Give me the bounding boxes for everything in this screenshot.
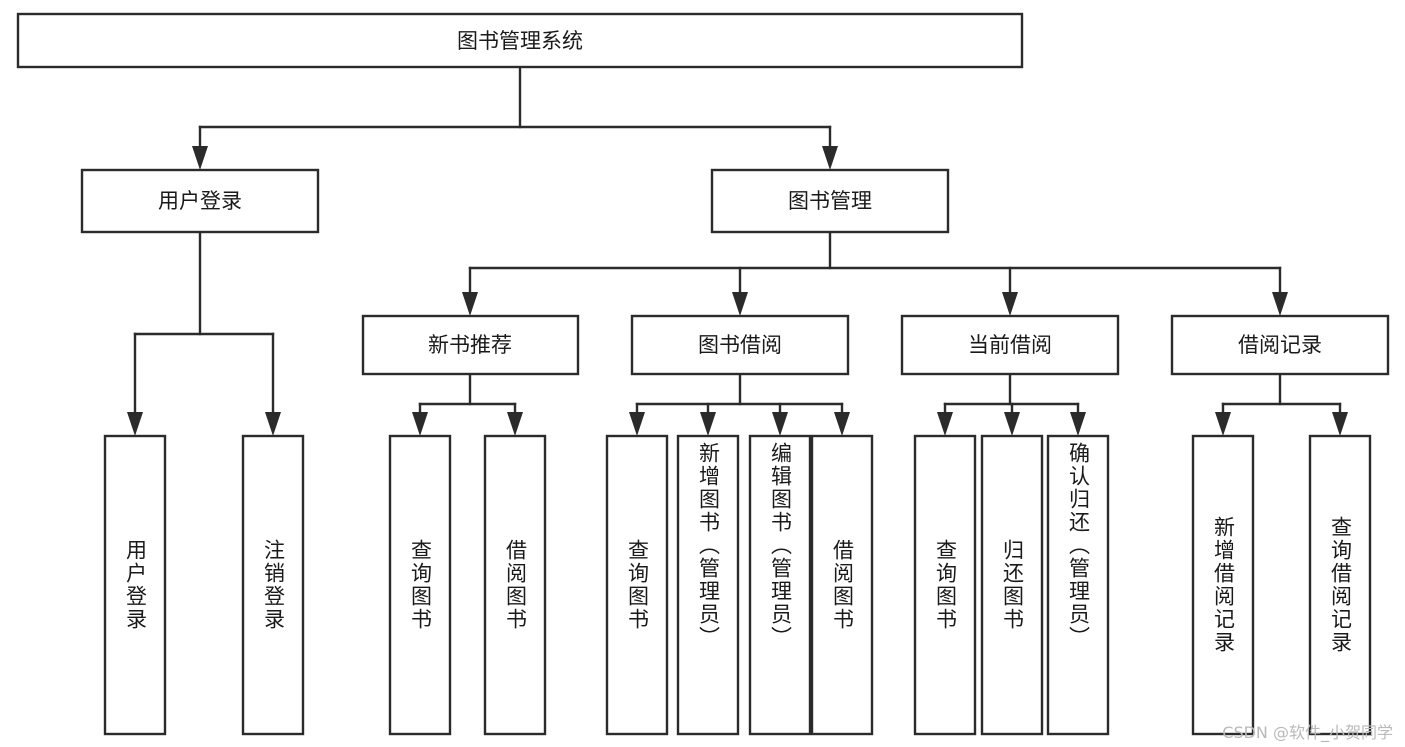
leaf-box-borrow-record-1[interactable] (1191, 434, 1255, 736)
leaf-box-book-borrow-1[interactable] (605, 434, 669, 736)
node-root-box[interactable] (16, 12, 1024, 69)
arrow-head-br-leaf-2 (1332, 412, 1348, 436)
node-book-manage-box[interactable] (710, 168, 950, 234)
arrow-head-bb-leaf-1 (629, 412, 645, 436)
arrow-head-bb-leaf-3 (772, 412, 788, 436)
arrow-head-bb-leaf-4 (834, 412, 850, 436)
node-user-login-label: 用户登录 (158, 189, 242, 213)
leaf-box-user-login-1[interactable] (103, 434, 167, 736)
node-book-borrow-box[interactable] (630, 314, 850, 376)
leaf-box-book-borrow-3[interactable] (748, 434, 812, 736)
arrow-head-borrow-record (1272, 292, 1288, 316)
leaf-box-borrow-record-2[interactable] (1308, 434, 1372, 736)
arrow-head-user-login (192, 146, 208, 170)
arrow-head-nb-leaf-1 (412, 412, 428, 436)
node-new-book-recommend-box[interactable] (361, 314, 580, 376)
node-new-book-recommend-label: 新书推荐 (428, 333, 512, 357)
node-user-login-box[interactable] (80, 168, 320, 234)
leaf-box-current-borrow-2[interactable] (980, 434, 1044, 736)
node-root-label: 图书管理系统 (457, 29, 583, 53)
arrow-head-book-borrow (732, 292, 748, 316)
leaf-box-user-login-2[interactable] (241, 434, 305, 736)
arrow-head-leaf-logout (265, 412, 281, 436)
node-book-borrow-label: 图书借阅 (698, 333, 782, 357)
node-book-manage-label: 图书管理 (788, 189, 872, 213)
arrow-head-cb-leaf-2 (1004, 412, 1020, 436)
node-current-borrow-label: 当前借阅 (968, 333, 1052, 357)
arrow-head-cb-leaf-3 (1070, 412, 1086, 436)
node-borrow-record-label: 借阅记录 (1238, 333, 1322, 357)
leaf-box-book-borrow-4[interactable] (810, 434, 874, 736)
leaf-box-new-book-1[interactable] (388, 434, 452, 736)
arrow-head-br-leaf-1 (1215, 412, 1231, 436)
arrow-head-current-borrow (1002, 292, 1018, 316)
arrow-head-nb-leaf-2 (507, 412, 523, 436)
node-current-borrow-box[interactable] (900, 314, 1120, 376)
leaf-box-current-borrow-3[interactable] (1046, 434, 1110, 736)
node-layer: 图书管理系统 用户登录 图书管理 新书推荐 图书借阅 当前借阅 借阅记录 (16, 12, 1390, 736)
arrow-head-new-book (462, 292, 478, 316)
arrow-head-bb-leaf-2 (700, 412, 716, 436)
leaf-box-new-book-2[interactable] (483, 434, 547, 736)
leaf-box-book-borrow-2[interactable] (676, 434, 740, 736)
arrow-head-leaf-user-login (127, 412, 143, 436)
connector-layer (127, 65, 1348, 436)
node-borrow-record-box[interactable] (1170, 314, 1390, 376)
arrow-head-cb-leaf-1 (937, 412, 953, 436)
leaf-box-current-borrow-1[interactable] (913, 434, 977, 736)
arrow-head-book-manage (822, 146, 838, 170)
